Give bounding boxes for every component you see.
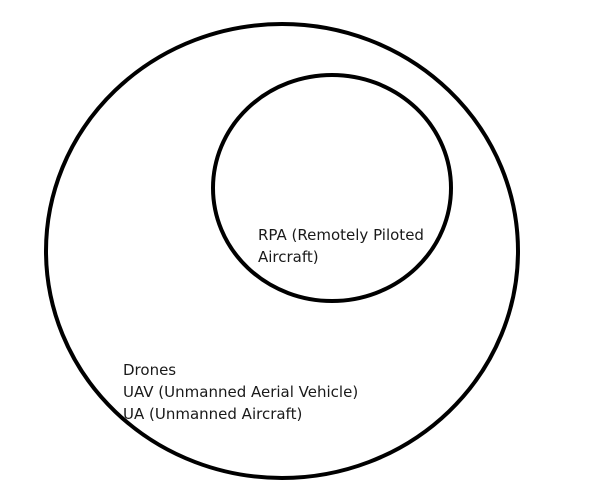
outer-label-line-drones: Drones [123, 361, 177, 379]
outer-label-line-ua: UA (Unmanned Aircraft) [123, 405, 303, 423]
outer-label-line-uav: UAV (Unmanned Aerial Vehicle) [123, 383, 359, 401]
inner-label-line-2: Aircraft) [258, 248, 319, 266]
inner-circle [211, 73, 453, 303]
outer-circle-label: Drones UAV (Unmanned Aerial Vehicle) UA … [123, 359, 358, 425]
inner-circle-label: RPA (Remotely Piloted Aircraft) [258, 224, 424, 268]
inner-label-line-1: RPA (Remotely Piloted [258, 226, 424, 244]
outer-circle [44, 22, 520, 480]
